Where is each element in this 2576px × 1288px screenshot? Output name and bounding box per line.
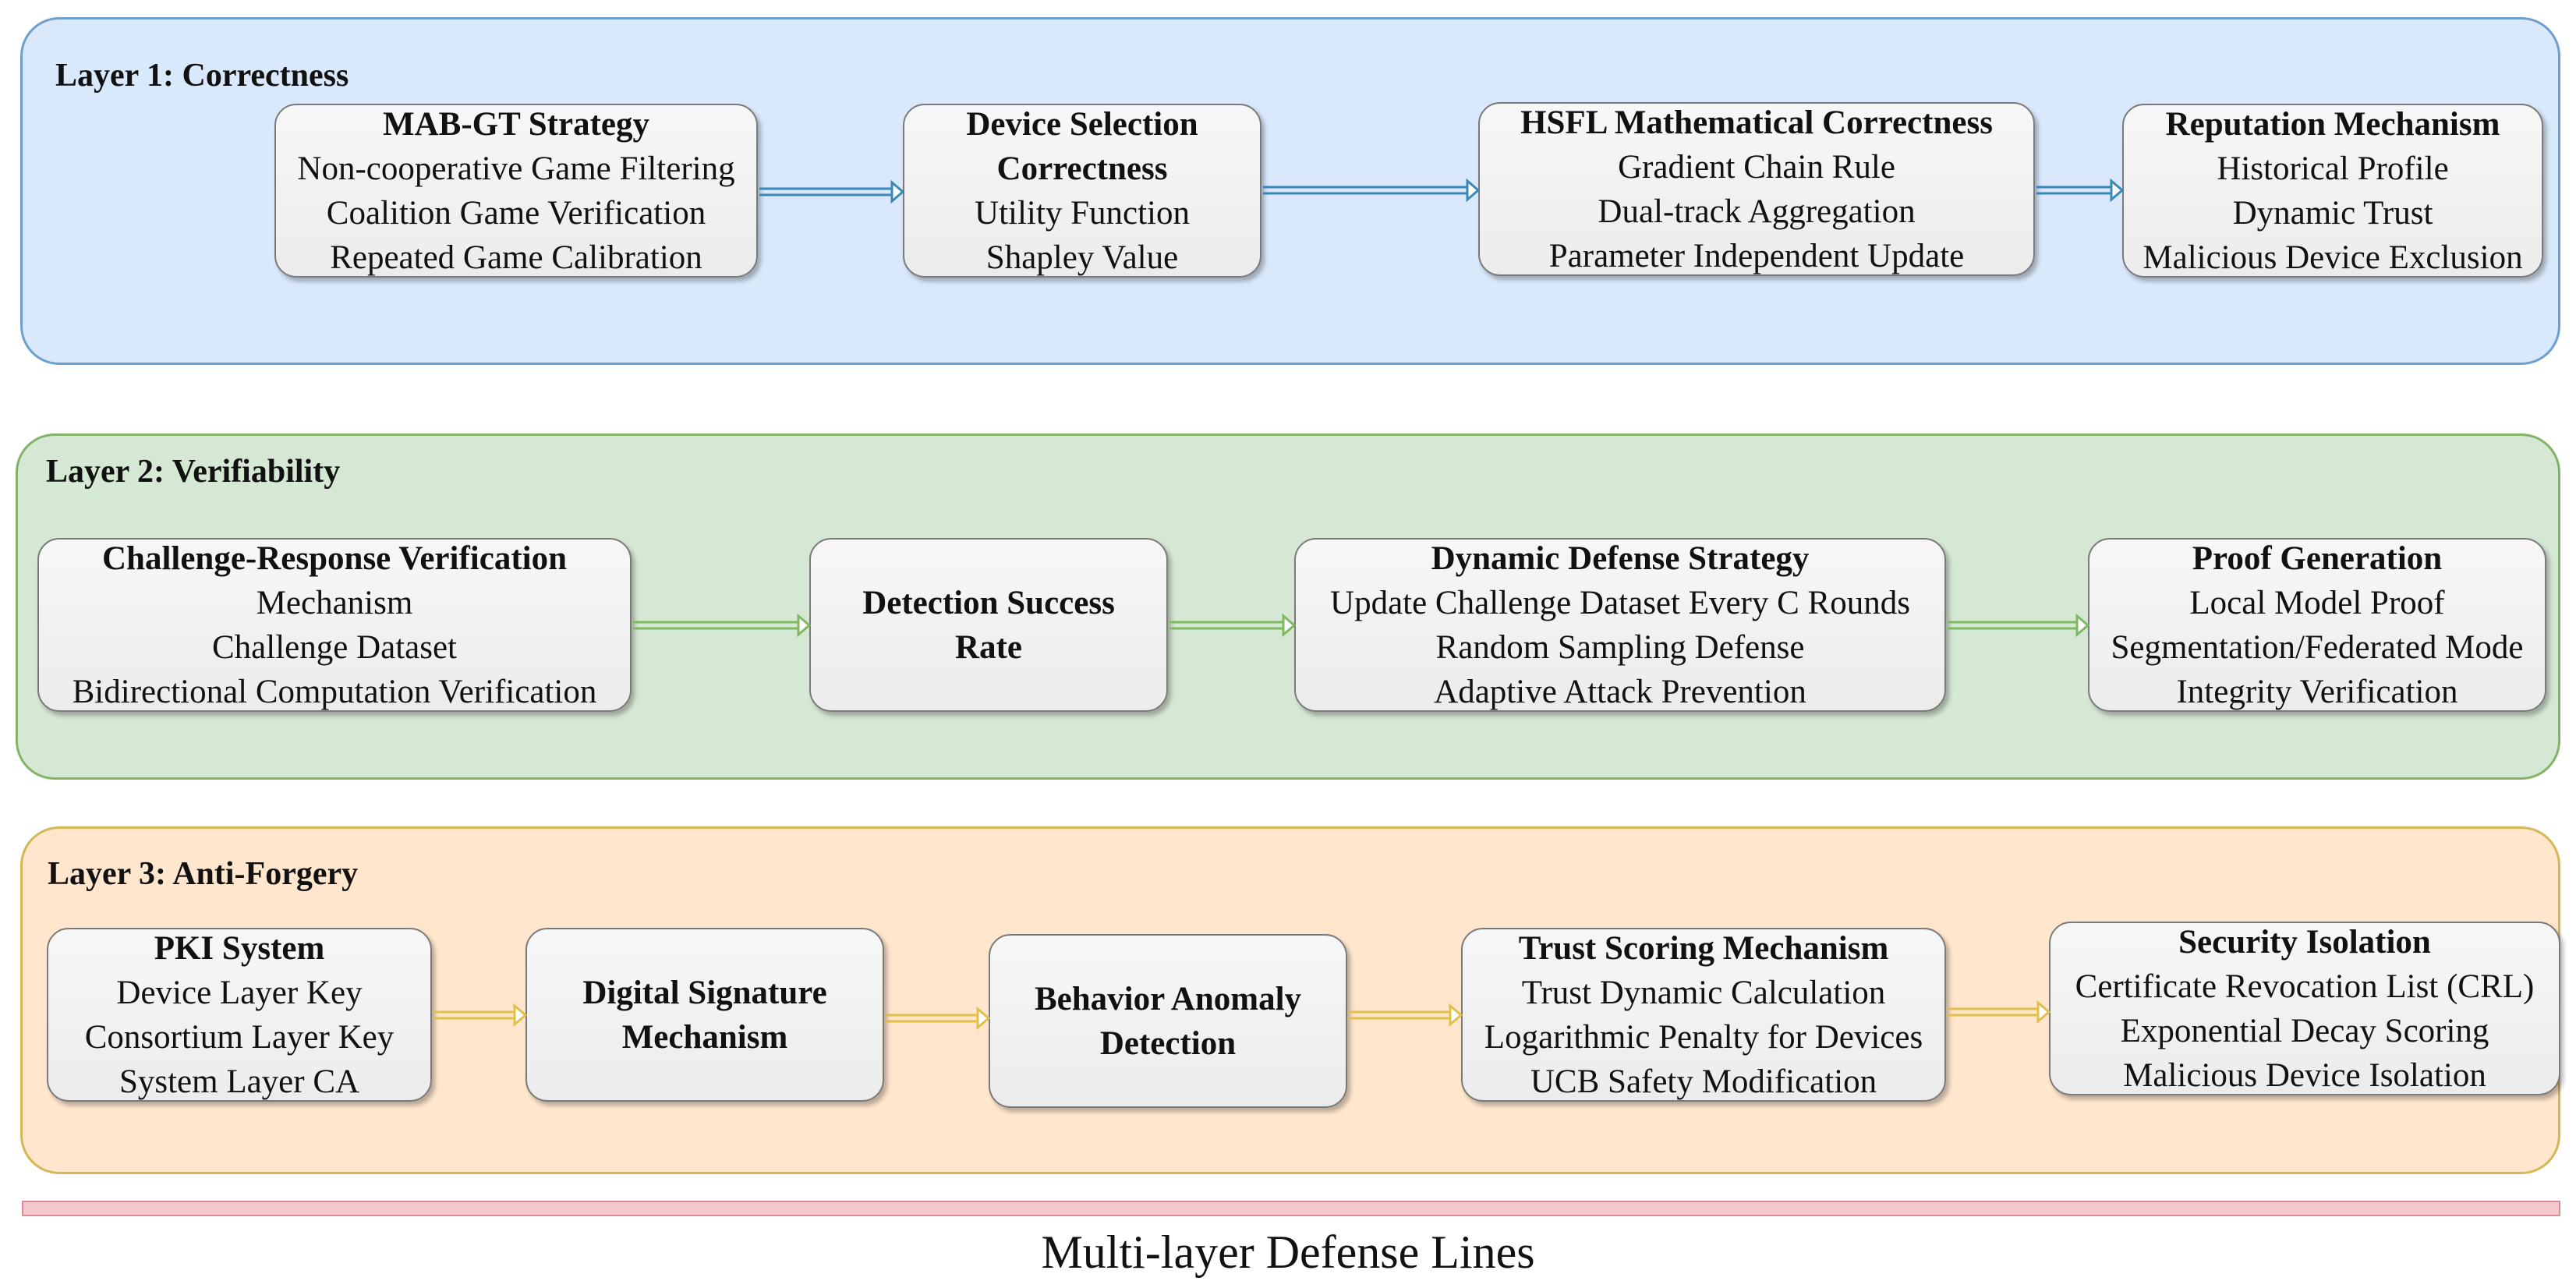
box-line: Dynamic Trust <box>2232 194 2433 232</box>
box-line: Bidirectional Computation Verification <box>72 673 597 710</box>
arrow-hsfl-to-reputation <box>2036 178 2125 203</box>
arrow-mab-to-device-selection <box>759 179 905 204</box>
box-line: Adaptive Attack Prevention <box>1434 673 1806 710</box>
diagram-caption: Multi-layer Defense Lines <box>1041 1226 1535 1278</box>
box-dynamic-defense-strategy: Dynamic Defense Strategy Update Challeng… <box>1294 538 1946 712</box>
box-line: UCB Safety Modification <box>1530 1063 1877 1100</box>
box-line: Trust Dynamic Calculation <box>1521 974 1886 1011</box>
box-device-selection-correctness: Device Selection Correctness Utility Fun… <box>903 104 1261 278</box>
box-line: Local Model Proof <box>2189 584 2445 621</box>
box-proof-generation: Proof Generation Local Model Proof Segme… <box>2088 538 2546 712</box>
arrow-signature-to-behavior <box>886 1006 991 1031</box>
box-title: Trust Scoring Mechanism <box>1518 929 1889 967</box>
box-detection-success-rate: Detection Success Rate <box>809 538 1168 712</box>
defense-line-bar <box>22 1201 2560 1216</box>
box-line: Malicious Device Isolation <box>2123 1056 2486 1094</box>
box-line: Consortium Layer Key <box>84 1018 395 1056</box>
box-digital-signature-mechanism: Digital Signature Mechanism <box>525 928 884 1102</box>
box-challenge-response-verification: Challenge-Response Verification Mechanis… <box>37 538 632 712</box>
arrow-challenge-to-detection <box>633 613 812 638</box>
box-line: Parameter Independent Update <box>1548 237 1965 274</box>
box-line: Repeated Game Calibration <box>330 239 702 276</box>
box-line: Exponential Decay Scoring <box>2120 1012 2489 1049</box>
box-reputation-mechanism: Reputation Mechanism Historical Profile … <box>2122 104 2543 278</box>
box-title: Detection Success Rate <box>862 584 1115 666</box>
box-line: Dual-track Aggregation <box>1598 193 1916 230</box>
box-title: PKI System <box>154 929 325 967</box>
box-trust-scoring-mechanism: Trust Scoring Mechanism Trust Dynamic Ca… <box>1461 928 1946 1102</box>
arrow-dynamic-defense-to-proof <box>1948 613 2090 638</box>
box-title: Security Isolation <box>2178 923 2431 961</box>
box-line: Coalition Game Verification <box>326 194 706 232</box>
box-title: Device Selection Correctness <box>966 105 1198 187</box>
box-line: Non-cooperative Game Filtering <box>297 150 735 187</box>
box-line: Shapley Value <box>985 239 1179 276</box>
box-title: Challenge-Response Verification <box>101 540 568 577</box>
box-line: Integrity Verification <box>2176 673 2458 710</box>
box-line: Historical Profile <box>2217 150 2449 187</box>
layer-1-title: Layer 1: Correctness <box>55 58 349 94</box>
arrow-behavior-to-trust-scoring <box>1349 1003 1463 1028</box>
box-line: Logarithmic Penalty for Devices <box>1484 1018 1923 1056</box>
box-title: Dynamic Defense Strategy <box>1431 540 1810 577</box>
box-line: Utility Function <box>975 194 1190 232</box>
box-pki-system: PKI System Device Layer Key Consortium L… <box>47 928 432 1102</box>
layer-2-title: Layer 2: Verifiability <box>46 454 341 490</box>
arrow-detection-to-dynamic-defense <box>1169 613 1297 638</box>
box-line: Update Challenge Dataset Every C Rounds <box>1330 584 1910 621</box>
arrow-trust-scoring-to-isolation <box>1948 1000 2051 1024</box>
box-line: Challenge Dataset <box>211 628 458 666</box>
box-security-isolation: Security Isolation Certificate Revocatio… <box>2049 922 2560 1095</box>
box-behavior-anomaly-detection: Behavior Anomaly Detection <box>989 934 1347 1108</box>
box-title: Behavior Anomaly Detection <box>1034 980 1302 1062</box>
box-line: Gradient Chain Rule <box>1618 148 1895 186</box>
box-title: MAB-GT Strategy <box>383 105 649 143</box>
box-hsfl-mathematical-correctness: HSFL Mathematical Correctness Gradient C… <box>1478 102 2035 276</box>
arrow-pki-to-digital-signature <box>433 1003 528 1028</box>
box-line: Segmentation/Federated Mode <box>2111 628 2524 666</box>
box-line: Mechanism <box>256 584 413 621</box>
layer-3-title: Layer 3: Anti-Forgery <box>48 856 359 892</box>
box-title: HSFL Mathematical Correctness <box>1520 104 1993 141</box>
box-line: Random Sampling Defense <box>1435 628 1805 666</box>
box-title: Proof Generation <box>2192 540 2443 577</box>
box-title: Digital Signature Mechanism <box>582 974 827 1056</box>
box-line: Device Layer Key <box>116 974 363 1011</box>
box-line: System Layer CA <box>119 1063 360 1100</box>
box-title: Reputation Mechanism <box>2165 105 2500 143</box>
box-line: Certificate Revocation List (CRL) <box>2075 968 2535 1005</box>
box-line: Malicious Device Exclusion <box>2143 239 2523 276</box>
box-mab-gt-strategy: MAB-GT Strategy Non-cooperative Game Fil… <box>274 104 758 278</box>
arrow-device-selection-to-hsfl <box>1263 178 1481 203</box>
